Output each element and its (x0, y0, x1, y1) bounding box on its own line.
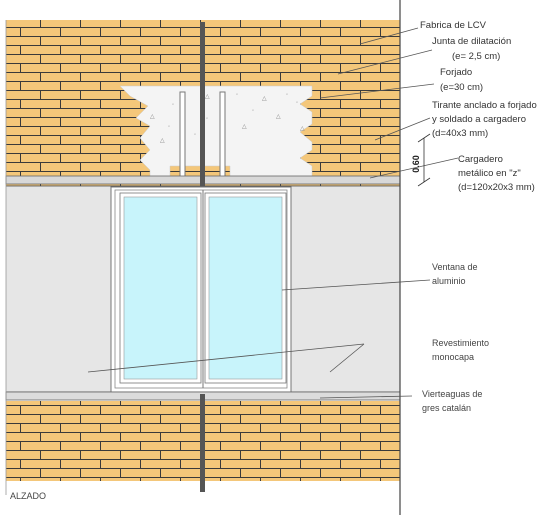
svg-text:△: △ (276, 114, 281, 120)
svg-text:◦: ◦ (172, 102, 174, 108)
label-revestimiento-1: Revestimiento (432, 338, 489, 348)
label-cargadero-1: Cargadero (458, 154, 503, 165)
label-alzado: ALZADO (10, 491, 46, 501)
label-tirante-1: Tirante anclado a forjado (432, 100, 537, 111)
label-junta-2: (e= 2,5 cm) (452, 51, 500, 62)
dimension-label: 0.60 (411, 155, 421, 173)
tie-left (179, 91, 186, 179)
label-junta-1: Junta de dilatación (432, 36, 511, 47)
label-ventana-2: aluminio (432, 276, 466, 286)
label-ventana-1: Ventana de (432, 262, 478, 272)
tie-right (219, 91, 226, 179)
expansion-joint-lower (200, 394, 205, 492)
svg-text:△: △ (300, 126, 305, 132)
label-cargadero-2: metálico en "z" (458, 168, 521, 179)
svg-text:△: △ (205, 94, 210, 100)
label-vierteaguas-1: Vierteaguas de (422, 389, 482, 399)
svg-text:◦: ◦ (206, 116, 208, 122)
forjado-slab (119, 85, 313, 181)
svg-text:◦: ◦ (252, 108, 254, 114)
label-revestimiento-2: monocapa (432, 352, 474, 362)
svg-text:△: △ (262, 96, 267, 102)
label-tirante-2: y soldado a cargadero (432, 114, 526, 125)
svg-text:△: △ (242, 124, 247, 130)
label-fabrica: Fabrica de LCV (420, 20, 487, 31)
svg-text:△: △ (150, 114, 155, 120)
svg-text:◦: ◦ (236, 92, 238, 98)
concrete-aggregate: △ ◦ △ ◦ ◦ △ ◦ ◦ △ △ ◦ △ ◦ ◦ △ (150, 92, 305, 144)
aluminium-window (110, 186, 292, 393)
label-vierteaguas-2: gres catalán (422, 403, 471, 413)
label-forjado-2: (e=30 cm) (440, 82, 483, 93)
svg-text:◦: ◦ (168, 124, 170, 130)
label-cargadero-3: (d=120x20x3 mm) (458, 182, 535, 193)
leader-lines (87, 27, 459, 399)
dimension-marker (417, 133, 431, 187)
label-forjado-1: Forjado (440, 67, 472, 78)
svg-text:◦: ◦ (286, 92, 288, 98)
expansion-joint-upper (200, 22, 205, 186)
svg-text:◦: ◦ (296, 100, 298, 106)
svg-text:△: △ (160, 138, 165, 144)
label-tirante-3: (d=40x3 mm) (432, 128, 488, 139)
svg-text:◦: ◦ (194, 132, 196, 138)
